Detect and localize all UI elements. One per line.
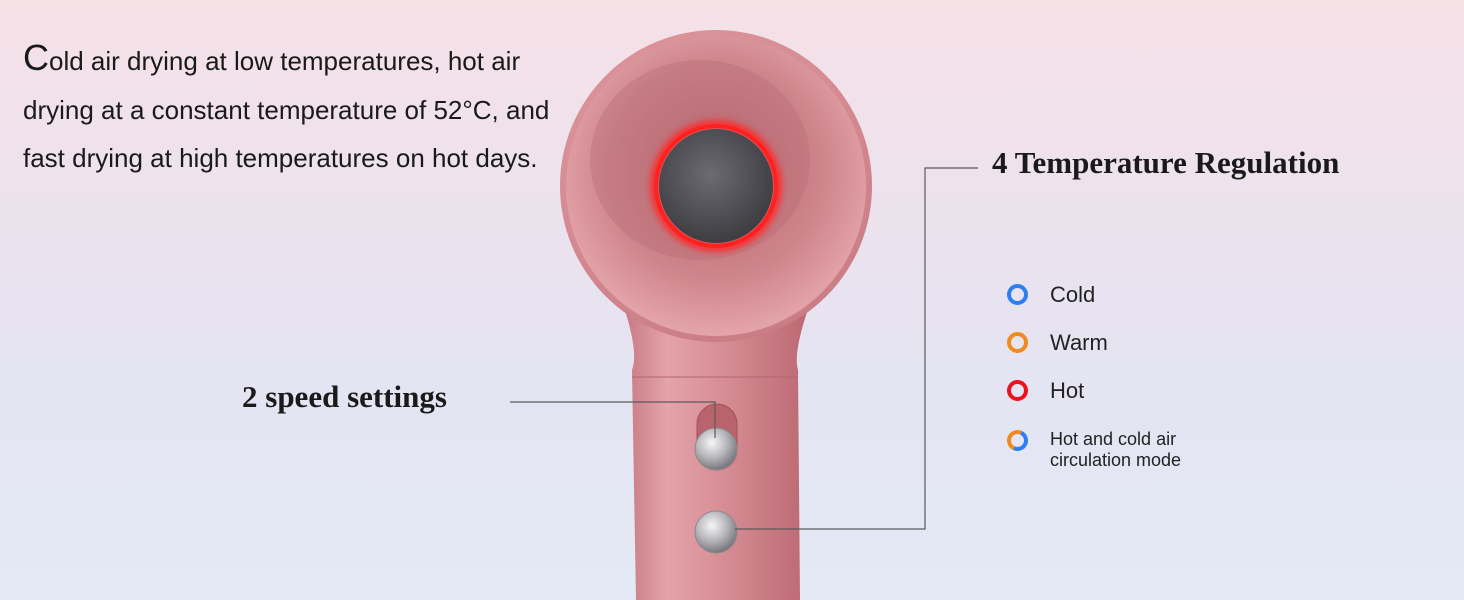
speed-leader-line [510, 401, 716, 438]
legend-item-circulation: Hot and cold air circulation mode [1004, 427, 1240, 471]
legend-label: Warm [1050, 330, 1108, 355]
warm-ring-icon [1007, 332, 1028, 353]
hot-ring-icon [1007, 380, 1028, 401]
legend-item-warm: Warm [1007, 330, 1108, 358]
feature-description: Cold air drying at low temperatures, hot… [23, 34, 583, 183]
temperature-regulation-title: 4 Temperature Regulation [992, 145, 1340, 180]
legend-item-hot: Hot [1007, 378, 1084, 406]
speed-switch-knob [694, 427, 738, 471]
legend-label: Hot [1050, 378, 1085, 403]
nozzle-core [659, 129, 773, 243]
temperature-leader-line [735, 167, 978, 530]
legend-label: Hot and cold air circulation mode [1050, 429, 1182, 470]
description-text: old air drying at low temperatures, hot … [23, 46, 550, 173]
legend-label: Cold [1050, 282, 1096, 307]
description-dropcap: C [23, 37, 49, 78]
speed-settings-title: 2 speed settings [242, 379, 447, 414]
temperature-button [694, 510, 738, 554]
circulation-ring-icon [1004, 427, 1031, 454]
legend-item-cold: Cold [1007, 282, 1095, 310]
cold-ring-icon [1007, 284, 1028, 305]
